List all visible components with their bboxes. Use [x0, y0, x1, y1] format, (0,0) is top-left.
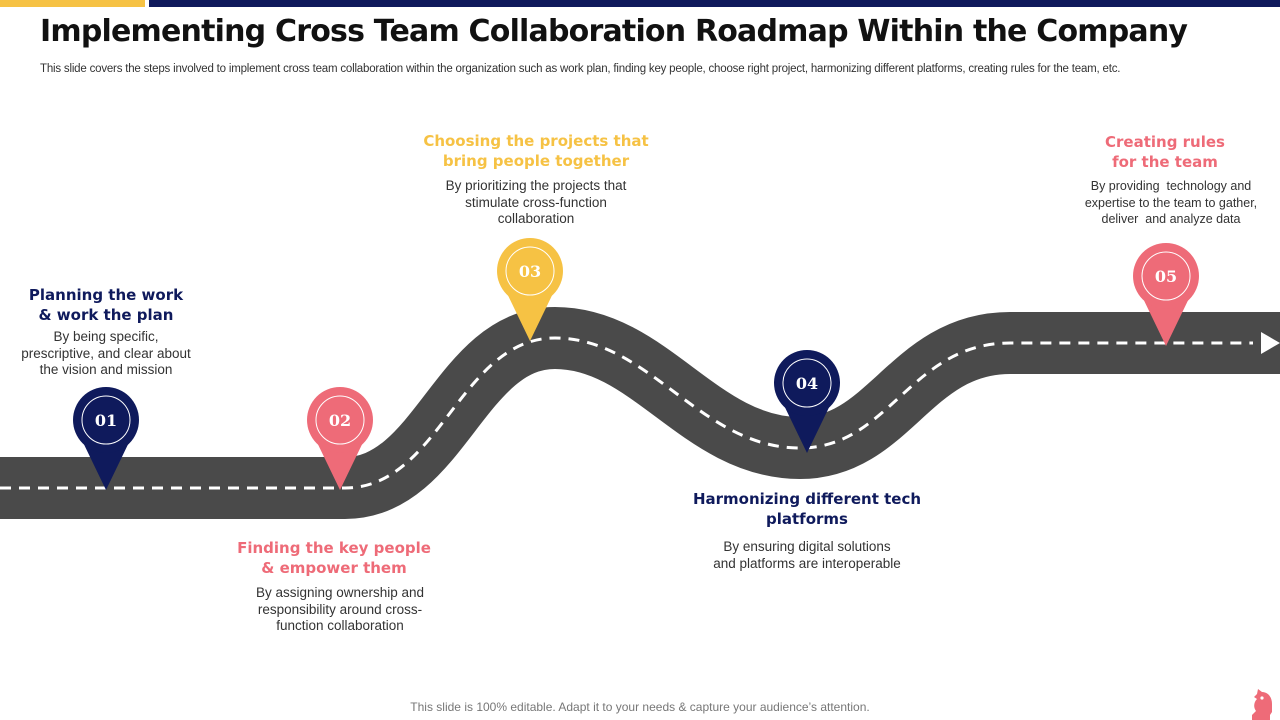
step-01-heading: Planning the work & work the plan: [6, 285, 206, 325]
pin-01-number: 01: [95, 411, 117, 430]
pin-05: [1133, 243, 1199, 346]
step-05-desc-line1: By providing technology and: [1090, 179, 1252, 193]
step-05-heading-line2: for the team: [1112, 153, 1218, 171]
step-02-desc-line2: responsibility around cross-: [257, 601, 423, 617]
step-01-description: By being specific, prescriptive, and cle…: [6, 329, 206, 379]
step-02-heading-line1: Finding the key people: [237, 539, 431, 557]
road-end-arrow-icon: [1261, 332, 1280, 354]
step-02-heading-line2: & empower them: [261, 559, 407, 577]
step-03-desc-line2: stimulate cross-function: [465, 194, 607, 210]
pin-05-number: 05: [1155, 267, 1177, 286]
step-05-description: By providing technology and expertise to…: [1066, 178, 1276, 228]
pin-04: [774, 350, 840, 453]
top-accent-bar-gold: [0, 0, 145, 7]
step-02-desc-line1: By assigning ownership and: [255, 585, 425, 600]
step-05-desc-line2: expertise to the team to gather,: [1084, 195, 1258, 210]
step-02-desc-line3: function collaboration: [276, 618, 404, 633]
pin-03-number: 03: [519, 262, 541, 281]
chess-knight-icon: [1252, 689, 1272, 720]
step-03-desc-line1: By prioritizing the projects that: [445, 178, 627, 193]
step-03-heading-line2: bring people together: [442, 152, 630, 170]
step-03-desc-line3: collaboration: [497, 211, 575, 226]
step-01-heading-line1: Planning the work: [28, 286, 184, 304]
step-01-desc-line3: the vision and mission: [39, 362, 173, 377]
pin-02-number: 02: [329, 411, 351, 430]
road-center-line: [0, 336, 1253, 490]
step-04-description: By ensuring digital solutions and platfo…: [682, 539, 932, 572]
page-subtitle: This slide covers the steps involved to …: [40, 63, 1121, 75]
step-04-heading-line1: Harmonizing different tech: [692, 490, 922, 508]
step-01-desc-line2: prescriptive, and clear about: [21, 345, 191, 361]
step-04-desc-line2: and platforms are interoperable: [713, 555, 901, 571]
step-03-heading: Choosing the projects that bring people …: [406, 131, 666, 171]
step-03-heading-line1: Choosing the projects that: [423, 132, 649, 150]
page-title: Implementing Cross Team Collaboration Ro…: [40, 14, 1188, 49]
pin-04-number: 04: [796, 374, 818, 393]
pin-02: [307, 387, 373, 490]
step-05-desc-line3: deliver and analyze data: [1101, 212, 1241, 226]
step-04-heading-line2: platforms: [766, 510, 848, 528]
step-02-heading: Finding the key people & empower them: [214, 538, 454, 578]
step-04-desc-line1: By ensuring digital solutions: [723, 539, 891, 554]
step-02-description: By assigning ownership and responsibilit…: [230, 585, 450, 635]
step-05-heading-line1: Creating rules: [1105, 133, 1225, 151]
footer-note: This slide is 100% editable. Adapt it to…: [410, 700, 870, 714]
step-01-desc-line1: By being specific,: [53, 329, 159, 344]
step-04-heading: Harmonizing different tech platforms: [672, 489, 942, 529]
pin-03: [497, 238, 563, 341]
step-05-heading: Creating rules for the team: [1060, 132, 1270, 172]
step-01-heading-line2: & work the plan: [38, 306, 174, 324]
step-03-description: By prioritizing the projects that stimul…: [416, 178, 656, 228]
top-accent-bar-navy: [149, 0, 1280, 7]
pin-01: [73, 387, 139, 490]
